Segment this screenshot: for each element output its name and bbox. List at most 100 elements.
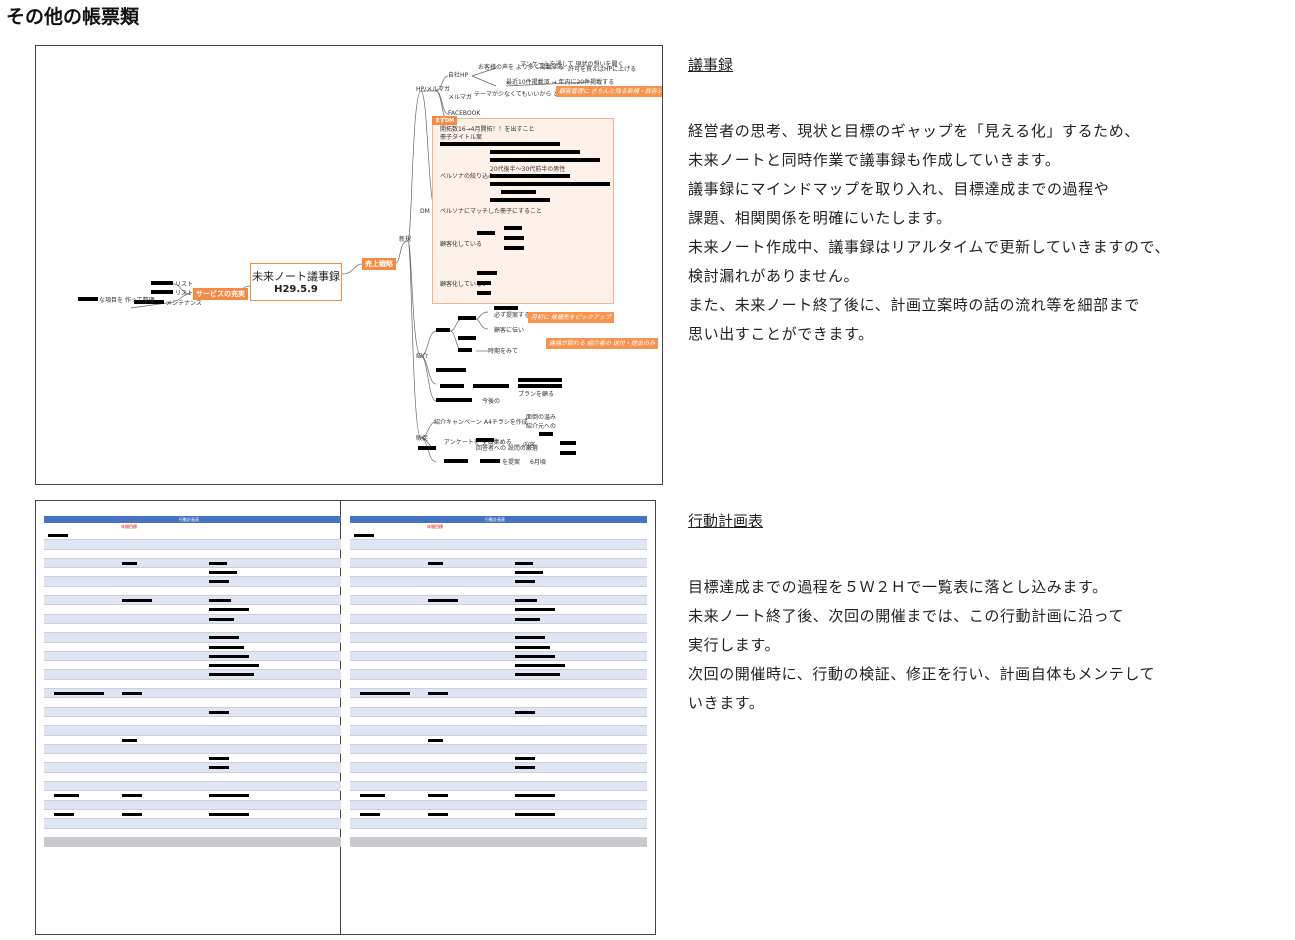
- mindmap-survey-note: 回答者への 設問の厳選: [476, 445, 538, 452]
- mindmap-service2: リスト: [175, 290, 194, 297]
- sheet-row: [350, 726, 647, 736]
- mindmap-mailmag: メルマガ: [448, 94, 473, 101]
- sheet-redaction: [122, 794, 142, 798]
- plan-line: 目標達成までの過程を５Ｗ２Ｈで一覧表に落とし込みます。: [688, 578, 1108, 596]
- sheet-row: [44, 754, 341, 764]
- mindmap-facebook: FACEBOOK: [448, 110, 481, 117]
- sheet-row: [44, 531, 341, 541]
- sheet-row: [44, 698, 341, 708]
- minutes-line: 議事録にマインドマップを取り入れ、目標達成までの過程や: [688, 180, 1110, 198]
- sheet-redaction: [360, 812, 380, 816]
- mindmap-mailmag-action: 顧客管理に きちんと残る新規・既存ジャンアンを 登録する: [556, 86, 662, 97]
- mindmap-intro: 紹介: [416, 353, 429, 360]
- mindmap-existing-have: 顧客化している: [440, 241, 482, 248]
- action-plan-sheet-left: 行動計画表 年間目標: [36, 501, 341, 934]
- sheet-redaction: [428, 812, 448, 816]
- minutes-line: 経営者の思考、現状と目標のギャップを「見える化」するため、: [688, 122, 1140, 140]
- sheet-row: [350, 651, 647, 662]
- mindmap-redaction: [436, 398, 472, 402]
- sheet-redaction: [209, 757, 229, 761]
- mindmap-hp-note: お客様の声を より多く掲載する: [478, 64, 564, 71]
- sheet-row: [44, 707, 341, 717]
- sheet-rows: [350, 531, 647, 848]
- sheet-row: [350, 624, 647, 634]
- sheet-row: [44, 819, 341, 829]
- sheet-row: [44, 577, 341, 587]
- minutes-heading: 議事録: [688, 56, 734, 74]
- mindmap-redaction: [477, 291, 491, 295]
- mindmap-redaction: [476, 438, 494, 442]
- sheet-row: [350, 596, 647, 606]
- plan-line: 未来ノート終了後、次回の開催までは、この行動計画に沿って: [688, 607, 1125, 625]
- sheet-row: [350, 531, 647, 541]
- mindmap-redaction: [418, 446, 436, 450]
- mindmap-redaction: [477, 231, 495, 235]
- sheet-goal: 年間目標: [121, 524, 137, 529]
- sheet-redaction: [54, 692, 104, 696]
- mindmap-mailmag-note: テーマが少なくてもいいから とりあえず始めてみる: [474, 91, 614, 98]
- sheet-row: [44, 587, 341, 597]
- sheet-redaction: [209, 645, 244, 649]
- sheet-redaction: [209, 580, 229, 584]
- mindmap-survey: アンケートを 全員集める: [444, 439, 512, 446]
- mindmap-service3: メンテナンス: [166, 300, 202, 307]
- sheet-header-text: 行動計画表: [179, 517, 199, 522]
- sheet-row: [44, 651, 341, 662]
- sheet-row: [350, 829, 647, 838]
- sheet-row: [350, 577, 647, 587]
- plan-heading: 行動計画表: [688, 512, 764, 530]
- sheet-goal: 年間目標: [427, 524, 443, 529]
- mindmap-dm-note1: 開拓数16→4月開拓！！を出すこと: [440, 126, 535, 133]
- sheet-row: [44, 782, 341, 792]
- mindmap-intro-callout2: 連絡が取れる 紹介者の 送付・提出のみ: [546, 338, 658, 349]
- sheet-redaction: [515, 812, 555, 816]
- sheet-row: [44, 810, 341, 820]
- sheet-redaction: [209, 636, 239, 640]
- sheet-redaction: [428, 599, 458, 603]
- sheet-redaction: [209, 794, 249, 798]
- mindmap-redaction: [477, 281, 491, 285]
- mindmap-redaction: [436, 328, 450, 332]
- plan-line: 実行します。: [688, 636, 781, 654]
- sheet-row: [44, 773, 341, 783]
- sheet-row: [350, 568, 647, 578]
- sheet-row: [350, 773, 647, 783]
- page-title: その他の帳票類: [6, 6, 140, 28]
- sheet-row: [350, 643, 647, 652]
- sheet-header-text: 行動計画表: [485, 517, 505, 522]
- sheet-redaction: [515, 645, 550, 649]
- mindmap-root-date: H29.5.9: [274, 284, 318, 295]
- sheet-row: [350, 763, 647, 773]
- sheet-row: [350, 605, 647, 615]
- mindmap-hp-note4: 最近10件掲載済 → 年内に20件掲載する: [506, 79, 615, 86]
- mindmap-image: 未来ノート議事録 H29.5.9 売上戦略 サービスの充実 新規 HP/メルマガ…: [35, 45, 663, 485]
- sheet-redaction: [122, 692, 142, 696]
- minutes-line: 検討漏れがありません。: [688, 267, 860, 285]
- sheet-row: [44, 763, 341, 773]
- sheet-row: [350, 791, 647, 801]
- mindmap-redaction: [560, 451, 576, 455]
- sheet-redaction: [515, 561, 533, 565]
- sheet-redaction: [515, 673, 560, 677]
- sheet-row: [350, 540, 647, 550]
- mindmap-redaction: [458, 348, 472, 352]
- mindmap-branch-sales: 売上戦略: [362, 258, 396, 270]
- mindmap-intro-note1: 必ず提案する: [494, 312, 531, 319]
- minutes-line: 思い出すことができます。: [688, 325, 874, 343]
- sheet-row: [44, 670, 341, 680]
- mindmap-redaction: [458, 336, 476, 340]
- sheet-row: [44, 550, 341, 559]
- sheet-redaction: [515, 571, 543, 575]
- sheet-redaction: [209, 710, 229, 714]
- sheet-row: [44, 726, 341, 736]
- sheet-redaction: [515, 766, 535, 770]
- sheet-row: [350, 661, 647, 671]
- sheet-row: [44, 744, 341, 755]
- sheet-redaction: [209, 617, 234, 621]
- sheet-redaction: [209, 654, 249, 658]
- sheet-row: [350, 707, 647, 717]
- sheet-redaction: [515, 710, 535, 714]
- sheet-redaction: [360, 692, 410, 696]
- mindmap-hp-note3: 許可を貰えばHPに上げる: [568, 66, 637, 73]
- sheet-redaction: [515, 794, 555, 798]
